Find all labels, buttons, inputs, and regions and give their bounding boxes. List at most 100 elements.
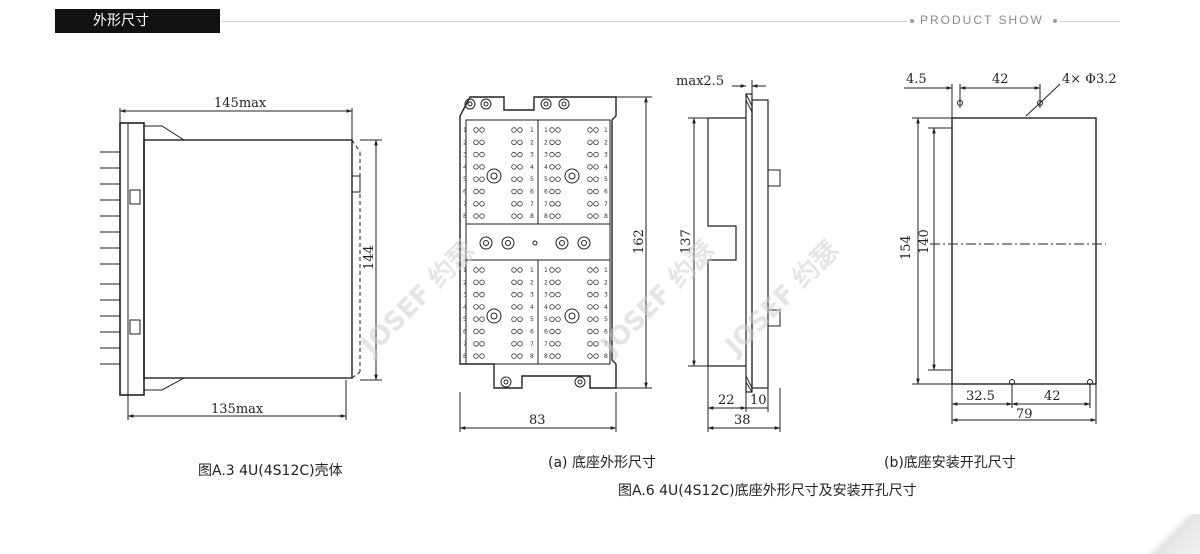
terminal-row-number: 8: [544, 213, 548, 220]
terminal-row-number: 7: [544, 341, 548, 348]
terminal-pin: [511, 279, 517, 285]
terminal-pin: [473, 127, 479, 133]
terminal-row-number: 2: [544, 279, 548, 286]
terminal-pin: [511, 201, 517, 207]
product-show-label: PRODUCT SHOW: [920, 13, 1044, 27]
terminal-row-number: 4: [544, 164, 548, 171]
terminal-row-number: 2: [604, 279, 608, 286]
dim-137: 137: [679, 229, 694, 254]
terminal-pin: [555, 127, 561, 133]
terminal-pin: [555, 328, 561, 335]
terminal-row-number: 7: [530, 341, 534, 348]
terminal-pin: [593, 267, 599, 273]
terminal-pin: [479, 304, 485, 310]
terminal-row-number: 3: [463, 292, 467, 299]
terminal-row-number: 4: [604, 304, 608, 311]
terminal-row-number: 3: [530, 292, 534, 299]
terminal-row-number: 5: [544, 176, 548, 183]
terminal-pin: [549, 328, 555, 335]
terminal-grid: [473, 127, 599, 359]
terminal-pin: [593, 291, 599, 298]
terminal-pin: [511, 291, 517, 298]
terminal-pin: [593, 151, 599, 158]
terminal-row-number: 3: [544, 292, 548, 299]
terminal-row-number: 5: [463, 316, 467, 323]
terminal-row-number: 4: [544, 304, 548, 311]
terminal-row-number: 4: [604, 164, 608, 171]
terminal-pin: [587, 164, 593, 170]
terminal-pin: [517, 316, 523, 322]
page-curl-decoration: [1140, 514, 1200, 554]
terminal-pin: [593, 164, 599, 170]
terminal-pin: [587, 188, 593, 195]
base-front-view: [459, 96, 617, 389]
divider-dot-right: [1053, 19, 1057, 23]
terminal-pin: [555, 151, 561, 158]
terminal-pin: [587, 213, 593, 219]
terminal-pin: [555, 267, 561, 273]
terminal-pin: [587, 279, 593, 285]
terminal-pin: [511, 213, 517, 219]
terminal-row-number: 5: [544, 316, 548, 323]
terminal-row-number: 1: [604, 267, 608, 274]
terminal-pin: [511, 127, 517, 133]
terminal-pin: [479, 201, 485, 207]
terminal-row-number: 8: [544, 353, 548, 360]
terminal-row-number: 6: [604, 189, 608, 196]
terminal-pin: [473, 267, 479, 273]
terminal-pin: [555, 213, 561, 219]
terminal-row-number: 1: [530, 267, 534, 274]
terminal-pin: [511, 176, 517, 182]
terminal-pin: [473, 201, 479, 207]
terminal-row-number: 3: [463, 152, 467, 159]
terminal-pin: [593, 176, 599, 182]
terminal-row-number: 8: [604, 353, 608, 360]
terminal-pin: [593, 201, 599, 207]
terminal-pin: [473, 213, 479, 219]
dim-42-bottom: 42: [1044, 389, 1061, 404]
terminal-pin: [555, 188, 561, 195]
terminal-pin: [555, 164, 561, 170]
terminal-pin: [517, 279, 523, 285]
terminal-pin: [555, 176, 561, 182]
terminal-row-number: 6: [530, 189, 534, 196]
terminal-pin: [517, 127, 523, 133]
watermark: JOSEF 约瑟: [594, 235, 721, 362]
terminal-pin: [473, 341, 479, 347]
terminal-row-number: 3: [604, 292, 608, 299]
terminal-pin: [555, 316, 561, 322]
terminal-row-number: 8: [530, 353, 534, 360]
terminal-pin: [549, 341, 555, 347]
terminal-row-number: 7: [463, 341, 467, 348]
caption-fig-a3: 图A.3 4U(4S12C)壳体: [198, 463, 343, 479]
terminal-pin: [593, 316, 599, 322]
terminal-row-number: 4: [463, 164, 467, 171]
terminal-row-number: 8: [530, 213, 534, 220]
terminal-pin: [549, 267, 555, 273]
terminal-pin: [549, 291, 555, 298]
terminal-row-number: 6: [544, 329, 548, 336]
terminal-row-number: 2: [604, 139, 608, 146]
terminal-pin: [517, 291, 523, 298]
terminal-row-number: 6: [463, 189, 467, 196]
terminal-pin: [511, 316, 517, 322]
terminal-pin: [593, 127, 599, 133]
terminal-pin: [587, 151, 593, 158]
terminal-row-number: 4: [463, 304, 467, 311]
terminal-pin: [549, 139, 555, 145]
terminal-pin: [479, 213, 485, 219]
terminal-pin: [517, 213, 523, 219]
terminal-row-number: 8: [463, 213, 467, 220]
terminal-pin: [549, 127, 555, 133]
terminal-pin: [479, 279, 485, 285]
terminal-pin: [479, 188, 485, 195]
terminal-row-number: 1: [544, 127, 548, 134]
terminal-row-number: 3: [544, 152, 548, 159]
terminal-row-number: 1: [530, 127, 534, 134]
terminal-pin: [587, 201, 593, 207]
terminal-pin: [473, 291, 479, 298]
case-back-pins: [100, 151, 120, 365]
cutout-view: [904, 83, 1106, 424]
dim-145max: 145max: [214, 96, 267, 111]
